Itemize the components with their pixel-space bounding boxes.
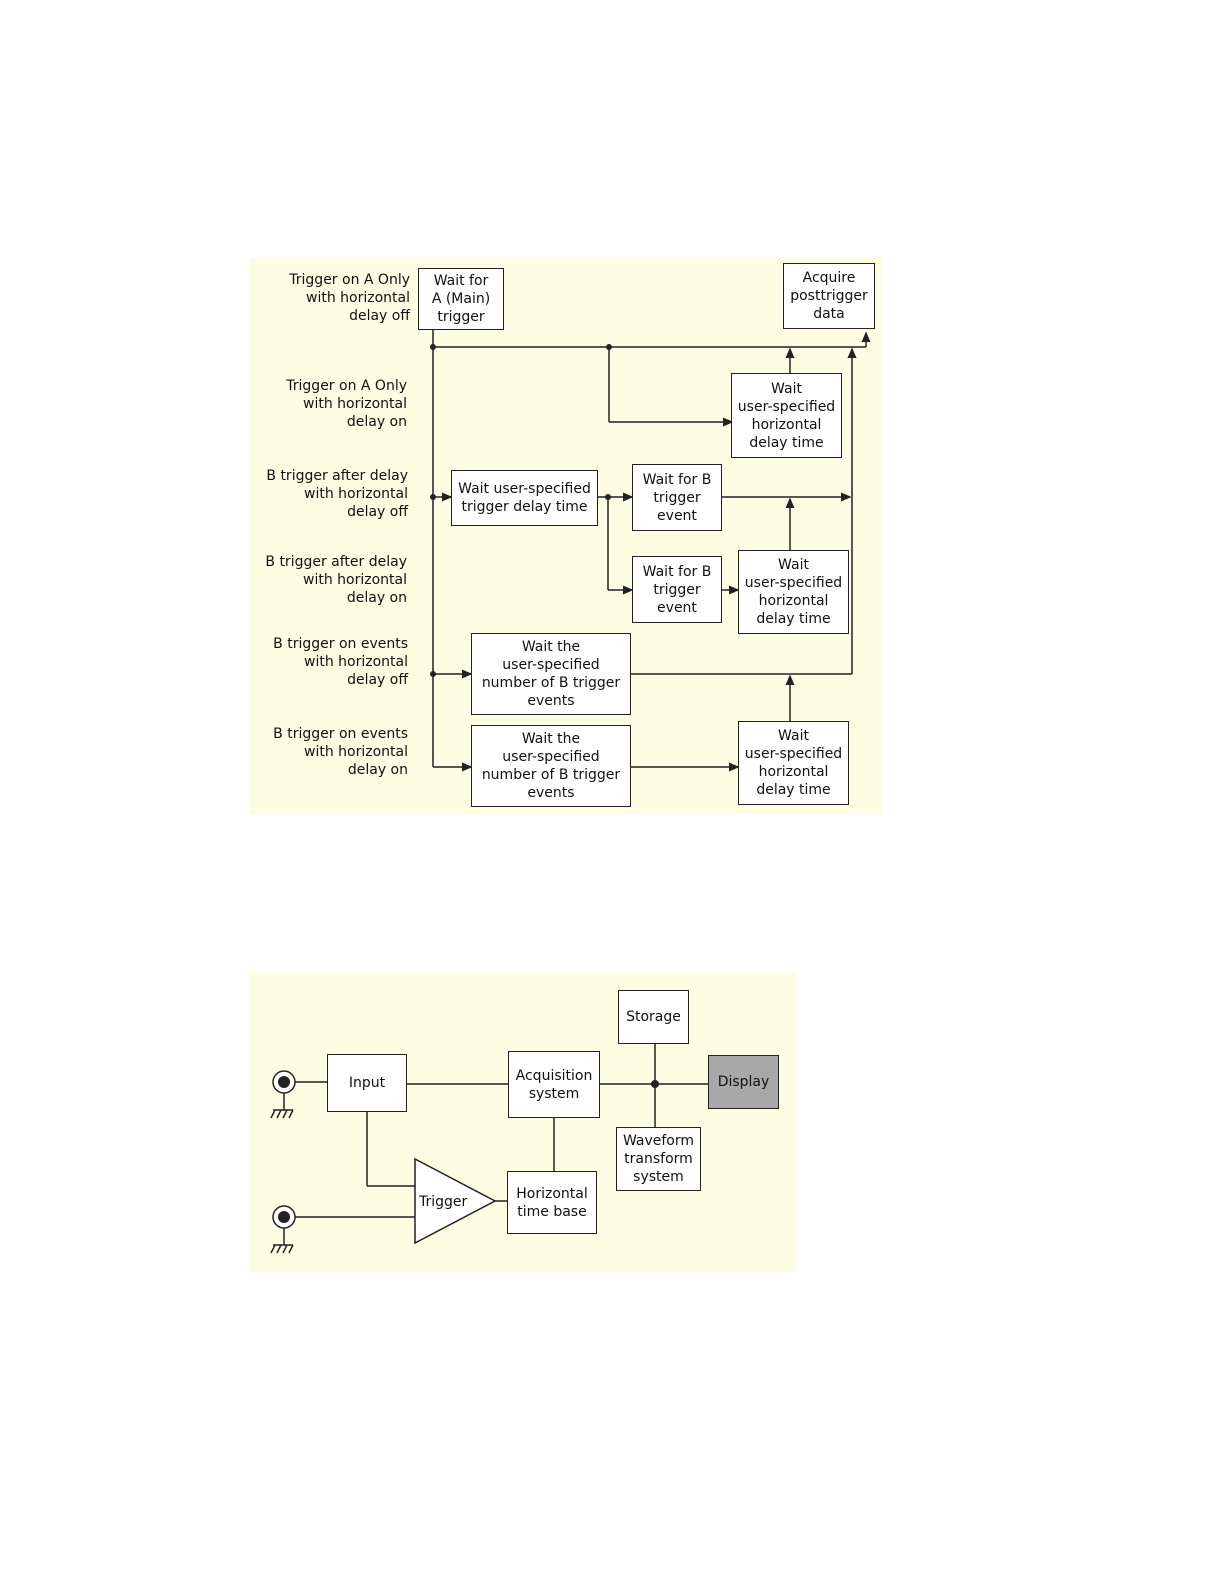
block-diagram-connectors xyxy=(270,1044,708,1254)
display-box: Display xyxy=(708,1055,779,1109)
wait-a-main-trigger-box: Wait for A (Main) trigger xyxy=(418,268,504,330)
trigger-label: Trigger xyxy=(419,1194,468,1210)
wait-horizontal-delay-box: Wait user-specified horizontal delay tim… xyxy=(738,550,849,634)
horizontal-time-base-box: Horizontal time base xyxy=(507,1171,597,1234)
acquire-posttrigger-box: Acquire posttrigger data xyxy=(783,263,875,329)
row-label-b-after-delay-on: B trigger after delay with horizontal de… xyxy=(265,554,407,606)
wait-horizontal-delay-box: Wait user-specified horizontal delay tim… xyxy=(731,373,842,458)
wait-b-trigger-event-box: Wait for B trigger event xyxy=(632,464,722,531)
trigger-amplifier-icon xyxy=(414,1157,497,1245)
wait-trigger-delay-box: Wait user-specified trigger delay time xyxy=(451,470,598,526)
trigger-connector-icon xyxy=(272,1205,296,1229)
storage-box: Storage xyxy=(618,990,689,1044)
row-label-b-after-delay-off: B trigger after delay with horizontal de… xyxy=(266,468,408,520)
trigger-sequence-diagram: Trigger on A Only with horizontal delay … xyxy=(249,258,882,814)
oscilloscope-block-diagram: Trigger Input Acquisition system Storage… xyxy=(249,972,797,1272)
input-connector-icon xyxy=(272,1070,296,1094)
input-box: Input xyxy=(327,1054,407,1112)
waveform-transform-system-box: Waveform transform system xyxy=(616,1127,701,1191)
row-label-a-only-delay-on: Trigger on A Only with horizontal delay … xyxy=(286,378,407,430)
wait-b-trigger-events-count-box: Wait the user-specified number of B trig… xyxy=(471,633,631,715)
row-label-b-events-delay-off: B trigger on events with horizontal dela… xyxy=(273,636,408,688)
wait-b-trigger-event-box: Wait for B trigger event xyxy=(632,556,722,623)
wait-horizontal-delay-box: Wait user-specified horizontal delay tim… xyxy=(738,721,849,805)
wait-b-trigger-events-count-box: Wait the user-specified number of B trig… xyxy=(471,725,631,807)
row-label-a-only-delay-off: Trigger on A Only with horizontal delay … xyxy=(289,272,410,324)
trigger-sequence-connectors xyxy=(430,329,871,772)
acquisition-system-box: Acquisition system xyxy=(508,1051,600,1118)
row-label-b-events-delay-on: B trigger on events with horizontal dela… xyxy=(273,726,408,778)
